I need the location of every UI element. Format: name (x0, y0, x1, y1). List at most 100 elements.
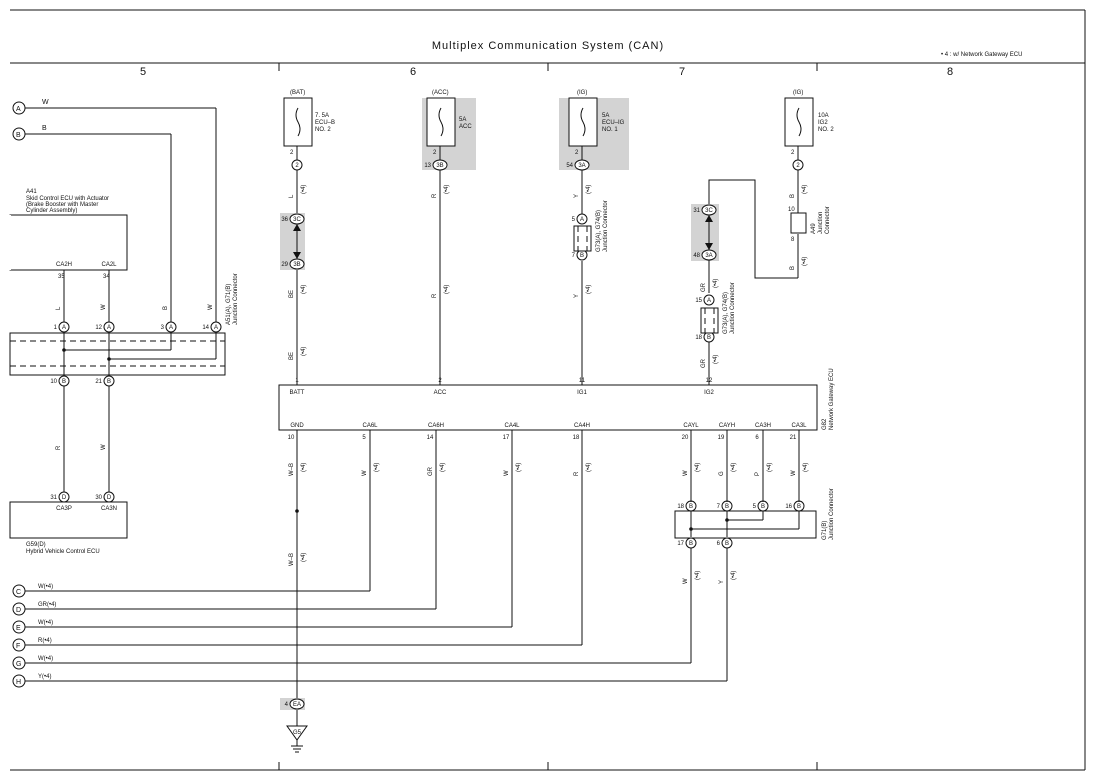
fuse-ig1-name-3: NO. 1 (602, 127, 618, 133)
connector-4 (289, 213, 305, 225)
wire-color-acc_r: R (432, 193, 438, 198)
connector-0 (291, 159, 303, 171)
wire-mark-19: (•4) (374, 463, 380, 472)
connector-26 (289, 698, 305, 710)
fuse-ig2 (784, 97, 814, 160)
wire-mark-26: (•4) (803, 463, 809, 472)
connector-label-16: B (62, 379, 66, 385)
g82-bottom-pin-num-8: 21 (790, 435, 797, 441)
g82-bottom-pin-label-4: CA4H (574, 423, 590, 429)
fuse-batt-name-2: ECU–B (315, 120, 335, 126)
g82-bottom-pin-num-5: 20 (682, 435, 689, 441)
connector-pin-15: 14 (202, 325, 209, 331)
terminal-b: B (16, 132, 21, 139)
wire-color-g71_y: Y (719, 580, 725, 584)
a41-name-2: (Brake Booster with Master (26, 202, 98, 208)
g82-top-pin-num-2: 11 (579, 378, 586, 384)
g73-junction-box (573, 225, 592, 252)
fuse-acc-pin: 2 (433, 150, 437, 156)
wire-mark-25: (•4) (767, 463, 773, 472)
g71-code: G71(B) (822, 521, 828, 540)
g82-name: Network Gateway ECU (829, 368, 835, 430)
connector-label-2: 3A (578, 163, 585, 169)
ig2-loop (708, 179, 798, 279)
wire-b-label: B (42, 125, 47, 132)
column-ticks (278, 63, 818, 770)
fuse-batt-source: (BAT) (290, 90, 305, 96)
fuse-batt-name-3: NO. 2 (315, 127, 331, 133)
fuse-acc (426, 97, 456, 160)
fuse-batt-name-1: 7. 5A (315, 113, 329, 119)
wire-mark-12: (•4) (586, 285, 592, 294)
wire-mark-9: (•4) (444, 185, 450, 194)
connector-pin-1: 13 (424, 163, 431, 169)
connector-pin-5: 29 (281, 262, 288, 268)
connector-pin-22: 5 (753, 504, 757, 510)
connector-label-20: B (689, 504, 693, 510)
wire-color-ig2_gr: GR (701, 282, 707, 292)
wire-color-g59_w: W (101, 444, 107, 450)
connector-8 (576, 213, 588, 225)
wire-color-g71_w: W (683, 578, 689, 584)
wire-mark-6: (•4) (301, 185, 307, 194)
a51-name: Junction Connector (233, 273, 239, 325)
wire-color-ig_y: Y (574, 194, 580, 198)
g59-code: G59(D) (26, 542, 46, 548)
connector-label-13: A (107, 325, 111, 331)
wire-color-gnd_wb2: W–B (289, 553, 295, 566)
fuse-ig2-pin: 2 (791, 150, 795, 156)
terminal-d: D (16, 607, 21, 614)
fuse-acc-name-1: 5A (459, 117, 466, 123)
column-8: 8 (947, 66, 953, 78)
a41-name-3: Cylinder Assembly) (26, 208, 77, 214)
connector-pin-9: 7 (572, 253, 576, 259)
wire-mark-8: (•4) (301, 347, 307, 356)
conn-3c-3a (705, 215, 713, 250)
g82-top-pin-num-3: 12 (706, 378, 713, 384)
connector-10 (703, 294, 715, 306)
a49-pin-bot: 8 (791, 237, 795, 243)
g82-bottom-pin-num-1: 5 (362, 435, 366, 441)
fuse-ig2-source: (IG) (793, 90, 803, 96)
column-6: 6 (410, 66, 416, 78)
g82-gateway-ecu (278, 384, 818, 431)
connector-pin-25: 6 (717, 541, 721, 547)
g82-bottom-pin-label-6: CAYH (719, 423, 735, 429)
g59-name: Hybrid Vehicle Control ECU (26, 549, 100, 555)
g82-top-pin-label-0: BATT (290, 390, 305, 396)
wire-mark-16: (•4) (802, 257, 808, 266)
a41-name-1: Skid Control ECU with Actuator (26, 196, 109, 202)
wire-g-label: W(•4) (38, 656, 53, 662)
wire-mark-13: (•4) (713, 279, 719, 288)
g82-bottom-pin-num-7: 6 (755, 435, 759, 441)
connector-pin-2: 54 (566, 163, 573, 169)
connector-label-26: EA (293, 702, 301, 708)
connector-label-23: B (797, 504, 801, 510)
g82-top-pin-num-0: 1 (295, 378, 299, 384)
a41-code: A41 (26, 189, 37, 195)
connector-label-19: D (107, 495, 112, 501)
connector-label-18: D (62, 495, 67, 501)
wire-mark-14: (•4) (713, 355, 719, 364)
ground-name: G5 (293, 730, 302, 736)
wire-mark-10: (•4) (444, 285, 450, 294)
wire-mark-18: (•4) (301, 553, 307, 562)
g82-pins: 1BATT2ACC11IG112IG2GND10CA6L5CA6H14CA4L1… (288, 378, 808, 441)
wire-color-b_wire: B (163, 306, 169, 310)
fuse-batt (283, 97, 313, 160)
wire-color-ca6l: W (362, 470, 368, 476)
wire-color-ig_y2: Y (574, 294, 580, 298)
a41-pin-ca2l: CA2L (101, 262, 117, 268)
connector-pin-19: 30 (95, 495, 102, 501)
connector-19 (103, 491, 115, 503)
a49-junction-box (790, 212, 807, 234)
fuse-ig1-pin: 2 (575, 150, 579, 156)
g82-bottom-pin-num-6: 19 (718, 435, 725, 441)
connector-13 (103, 321, 115, 333)
connector-pin-13: 12 (95, 325, 102, 331)
connector-pin-17: 21 (95, 379, 102, 385)
connector-pin-10: 15 (695, 298, 702, 304)
g73-code: G73(A), G74(B) (596, 210, 602, 252)
